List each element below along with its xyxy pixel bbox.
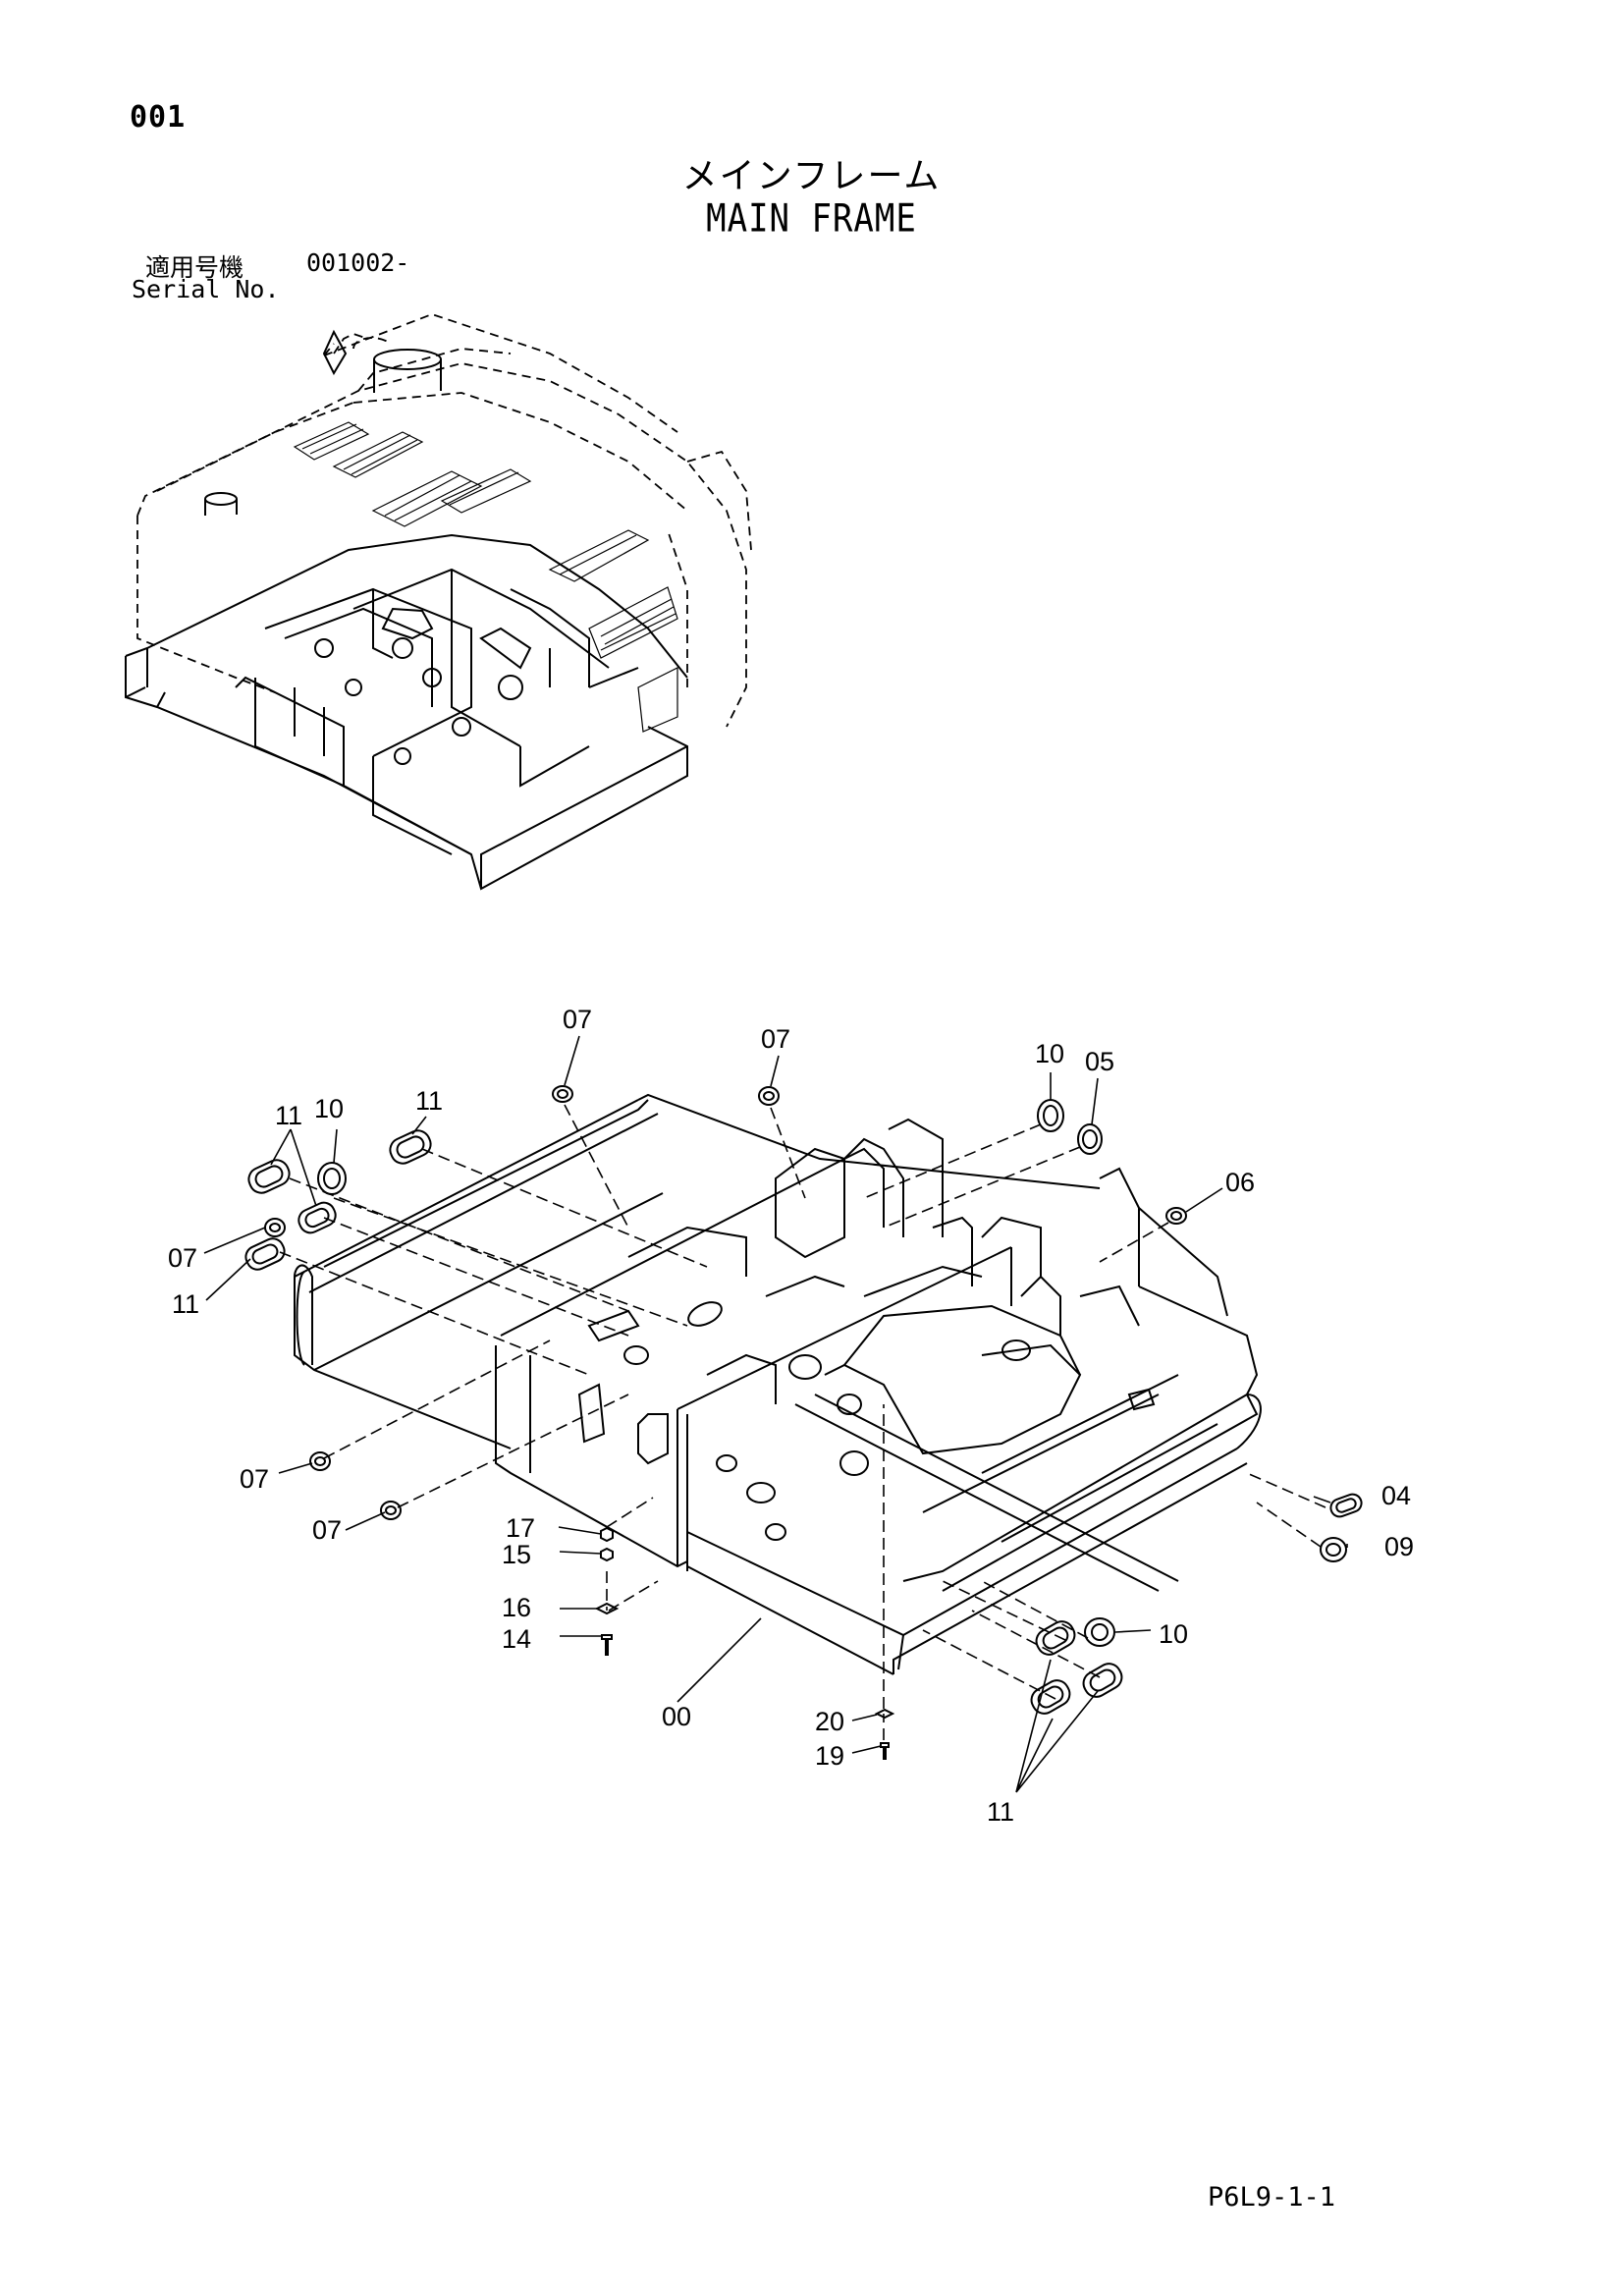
serial-label-english: Serial No. bbox=[132, 275, 280, 303]
callout-leaders bbox=[203, 1035, 1348, 1793]
callout-15: 15 bbox=[502, 1540, 531, 1569]
callout-10: 10 bbox=[1035, 1039, 1064, 1068]
document-code: P6L9-1-1 bbox=[1208, 2182, 1336, 2213]
serial-range: 001002- bbox=[306, 248, 410, 277]
callout-07: 07 bbox=[563, 1005, 592, 1034]
callout-07: 07 bbox=[761, 1024, 790, 1054]
callout-06: 06 bbox=[1225, 1168, 1255, 1197]
callout-10: 10 bbox=[314, 1094, 344, 1123]
callout-04: 04 bbox=[1381, 1481, 1411, 1510]
callout-09: 09 bbox=[1384, 1532, 1414, 1561]
part-grommets bbox=[244, 1085, 1363, 1760]
callout-14: 14 bbox=[502, 1624, 531, 1654]
callout-05: 05 bbox=[1085, 1047, 1114, 1076]
callout-20: 20 bbox=[815, 1707, 844, 1736]
callout-11: 11 bbox=[987, 1797, 1014, 1827]
callout-17: 17 bbox=[506, 1513, 535, 1543]
callout-07: 07 bbox=[240, 1464, 269, 1494]
callout-19: 19 bbox=[815, 1741, 844, 1771]
callout-11: 11 bbox=[172, 1289, 199, 1319]
callout-00: 00 bbox=[662, 1702, 691, 1731]
callout-11: 11 bbox=[275, 1101, 302, 1130]
callout-07: 07 bbox=[312, 1515, 342, 1545]
main-frame-exploded-view bbox=[294, 1093, 1262, 1675]
callout-11: 11 bbox=[415, 1086, 443, 1116]
callout-labels: 07 07 10 05 06 11 10 11 07 11 07 07 17 1… bbox=[168, 1005, 1414, 1827]
assembly-guide-lines bbox=[279, 1104, 1326, 1758]
callout-10: 10 bbox=[1159, 1619, 1188, 1649]
callout-16: 16 bbox=[502, 1593, 531, 1622]
title-english: MAIN FRAME bbox=[706, 196, 917, 242]
machine-overview-illustration bbox=[125, 313, 752, 891]
serial-label-japanese: 適用号機 bbox=[145, 253, 244, 282]
page-number: 001 bbox=[130, 100, 187, 135]
title-japanese: メインフレーム bbox=[681, 156, 942, 196]
callout-07: 07 bbox=[168, 1243, 197, 1273]
